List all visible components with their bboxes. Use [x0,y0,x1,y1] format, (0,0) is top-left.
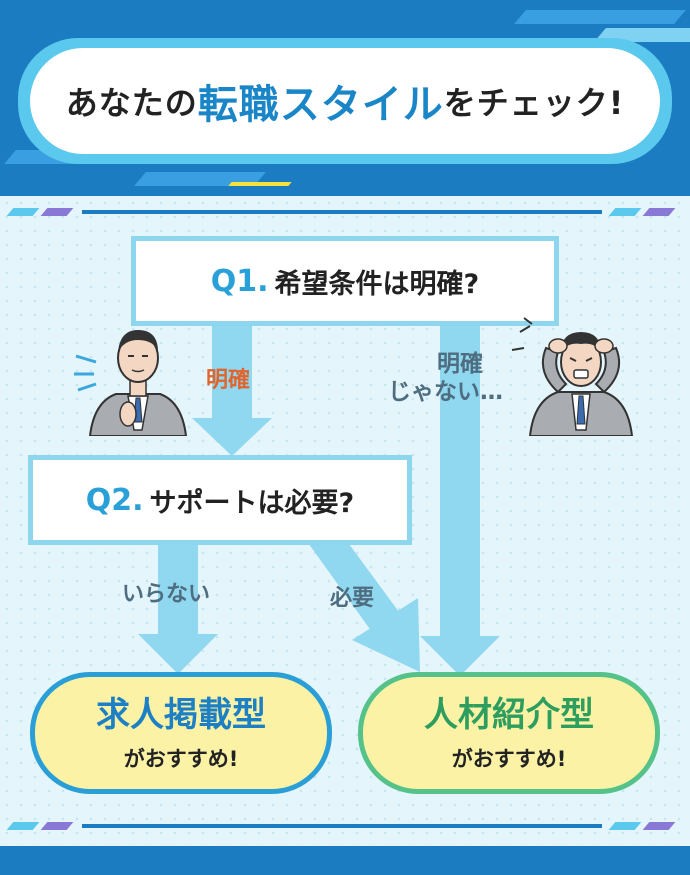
confident-man-illustration [74,330,188,436]
result-agent-sub: がおすすめ! [451,747,567,771]
deco-line [82,824,602,828]
result-job-posting-sub: がおすすめ! [123,747,239,771]
question-1-number: Q1. [210,263,269,299]
question-2-box: Q2. サポートは必要? [28,455,412,545]
branch-label-unclear-line1: 明確 [437,351,483,377]
title-suffix: をチェック! [443,84,625,122]
question-2-number: Q2. [85,482,144,518]
question-1-box: Q1. 希望条件は明確? [131,236,559,326]
result-job-posting: 求人掲載型 がおすすめ! [30,672,332,794]
branch-label-not-needed: いらない [122,582,211,607]
arrow-not-needed [138,540,218,674]
branch-label-unclear-line2: じゃない… [388,379,503,405]
header-background: あなたの 転職スタイル をチェック! [0,0,690,200]
result-agent: 人材紹介型 がおすすめ! [358,672,660,794]
result-job-posting-title: 求人掲載型 [96,695,266,735]
arrow-unclear [420,320,500,676]
page-title: あなたの 転職スタイル をチェック! [30,48,660,154]
title-accent: 転職スタイル [197,72,444,132]
result-agent-title: 人材紹介型 [424,695,594,735]
branch-label-clear: 明確 [206,368,251,393]
branch-label-unclear: 明確 [420,344,500,378]
deco-line [82,210,602,214]
question-2-text: サポートは必要? [149,487,355,519]
worried-man-illustration [511,317,634,436]
title-prefix: あなたの [65,84,198,122]
arrow-needed [306,540,420,672]
footer-bar [0,846,690,875]
arrow-clear [192,320,272,456]
question-1-text: 希望条件は明確? [274,268,480,300]
branch-label-needed: 必要 [330,586,375,611]
